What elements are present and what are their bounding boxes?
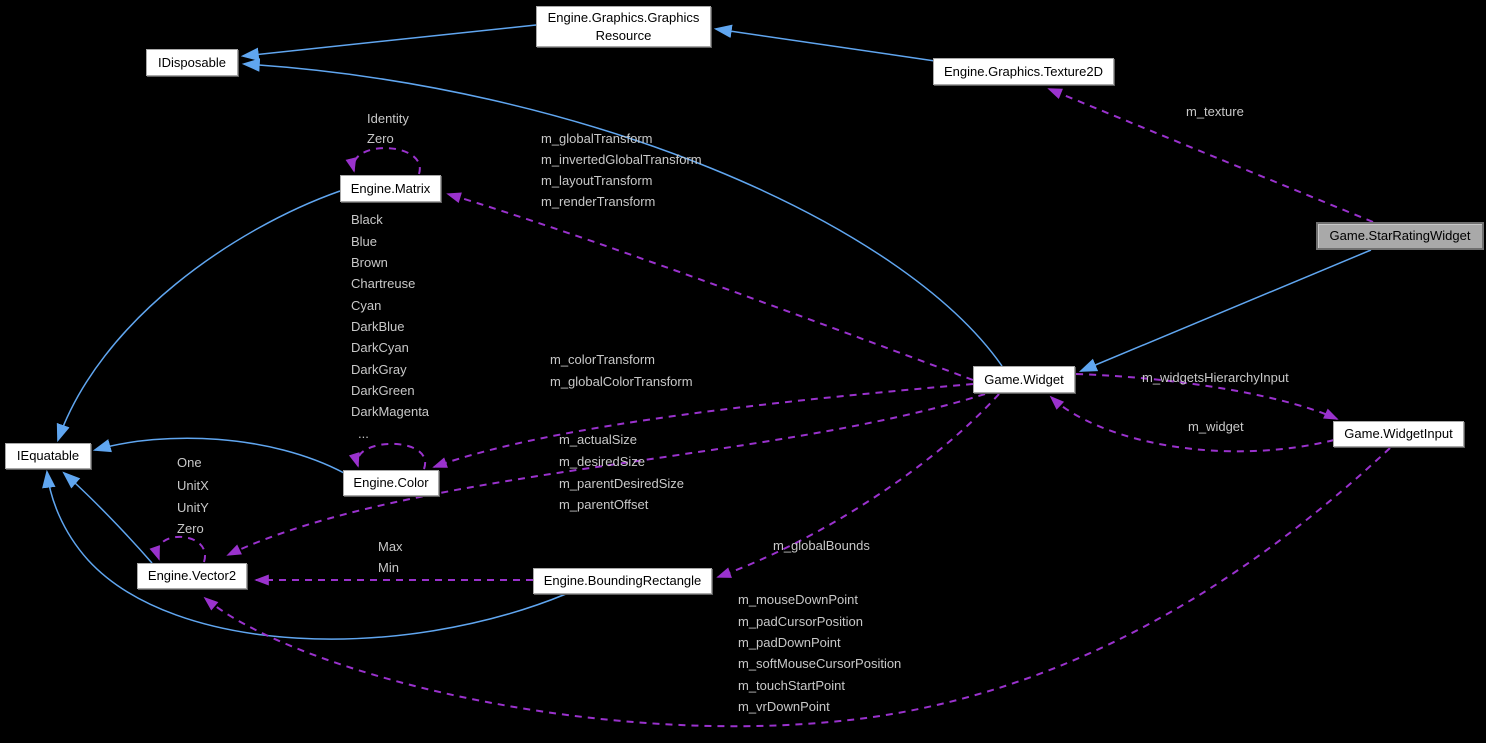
edge-label-min: Min bbox=[378, 560, 399, 575]
node-widget[interactable]: Game.Widget bbox=[973, 366, 1075, 393]
edge-widget-to-widgetinput bbox=[1075, 373, 1339, 420]
edge-label-brown: Brown bbox=[351, 255, 388, 270]
edge-label-m-rendertransform: m_renderTransform bbox=[541, 194, 656, 209]
edge-label-identity: Identity bbox=[367, 111, 409, 126]
edge-label-black: Black bbox=[351, 212, 383, 227]
node-vector2[interactable]: Engine.Vector2 bbox=[137, 563, 247, 589]
edge-widget-to-color bbox=[432, 383, 974, 468]
edge-label-m-padcursorposition: m_padCursorPosition bbox=[738, 614, 864, 629]
edge-label-max: Max bbox=[378, 539, 403, 554]
edge-widget-to-boundingrectangle bbox=[716, 393, 1000, 578]
edge-vector2-to-iequatable bbox=[62, 471, 153, 564]
edge-widget-to-idisposable bbox=[241, 58, 1003, 367]
edge-matrix-to-iequatable bbox=[56, 190, 341, 443]
edge-starratingwidget-to-texture2d bbox=[1047, 88, 1374, 223]
edge-label-m-colortransform: m_colorTransform bbox=[550, 352, 655, 367]
edge-label-m-mousedownpoint: m_mouseDownPoint bbox=[738, 592, 858, 607]
edge-label-m-invertedglobaltransform: m_invertedGlobalTransform bbox=[541, 152, 702, 167]
edge-graphicsresource-to-idisposable bbox=[240, 24, 537, 62]
edge-color-to-iequatable bbox=[92, 437, 345, 474]
edge-label-m-parentoffset: m_parentOffset bbox=[559, 497, 649, 512]
node-graphics-resource[interactable]: Engine.Graphics.Graphics Resource bbox=[536, 6, 711, 47]
edge-label-one: One bbox=[177, 455, 202, 470]
edge-label-m-softmousecursorposition: m_softMouseCursorPosition bbox=[738, 656, 902, 671]
node-matrix[interactable]: Engine.Matrix bbox=[340, 175, 441, 202]
edge-label-darkblue: DarkBlue bbox=[351, 319, 405, 334]
node-bounding-rectangle[interactable]: Engine.BoundingRectangle bbox=[533, 568, 712, 594]
edge-label-m-globaltransform: m_globalTransform bbox=[541, 131, 653, 146]
edge-label-m-desiredsize: m_desiredSize bbox=[559, 454, 645, 469]
edge-label-zero: Zero bbox=[367, 131, 394, 146]
edge-boundingrectangle-to-iequatable bbox=[42, 469, 567, 640]
edge-label-darkcyan: DarkCyan bbox=[351, 340, 409, 355]
edge-label-blue: Blue bbox=[351, 234, 378, 249]
edge-label-m-widget: m_widget bbox=[1188, 419, 1244, 434]
edge-texture2d-to-graphicsresource bbox=[713, 24, 936, 62]
node-widget-input[interactable]: Game.WidgetInput bbox=[1333, 421, 1464, 447]
edge-color-self-loop bbox=[348, 442, 427, 470]
edge-label-darkmagenta: DarkMagenta bbox=[351, 404, 430, 419]
edge-label-cyan: Cyan bbox=[351, 298, 382, 313]
edge-label-m-parentdesiredsize: m_parentDesiredSize bbox=[559, 476, 685, 491]
edge-label-m-touchstartpoint: m_touchStartPoint bbox=[738, 678, 845, 693]
edge-label-darkgreen: DarkGreen bbox=[351, 383, 415, 398]
edge-label-darkgray: DarkGray bbox=[351, 362, 407, 377]
node-color[interactable]: Engine.Color bbox=[343, 470, 439, 496]
edge-widget-to-vector2 bbox=[226, 393, 986, 556]
edge-label-m-widgetshierarchyinput: m_widgetsHierarchyInput bbox=[1142, 370, 1289, 385]
edge-label-chartreuse: Chartreuse bbox=[351, 276, 416, 291]
edge-label-unity: UnitY bbox=[177, 500, 209, 515]
edge-label-m-paddownpoint: m_padDownPoint bbox=[738, 635, 841, 650]
edge-label-m-layouttransform: m_layoutTransform bbox=[541, 173, 653, 188]
node-idisposable[interactable]: IDisposable bbox=[146, 49, 238, 76]
edge-label-m-vrdownpoint: m_vrDownPoint bbox=[738, 699, 830, 714]
edge-label-m-globalbounds: m_globalBounds bbox=[773, 538, 870, 553]
edge-label-unitx: UnitX bbox=[177, 478, 209, 493]
node-star-rating-widget[interactable]: Game.StarRatingWidget bbox=[1316, 222, 1484, 250]
edge-label--: ... bbox=[358, 426, 369, 441]
node-iequatable[interactable]: IEquatable bbox=[5, 443, 91, 469]
edge-label-m-texture: m_texture bbox=[1186, 104, 1244, 119]
node-texture2d[interactable]: Engine.Graphics.Texture2D bbox=[933, 58, 1114, 85]
edge-widgetinput-to-widget bbox=[1049, 395, 1335, 453]
edge-label-m-actualsize: m_actualSize bbox=[559, 432, 638, 447]
edge-widget-to-matrix bbox=[446, 192, 974, 381]
edge-label-zero: Zero bbox=[177, 521, 204, 536]
edge-matrix-self-loop bbox=[345, 147, 421, 175]
edge-starratingwidget-to-widget bbox=[1078, 249, 1372, 372]
edge-vector2-self-loop bbox=[149, 535, 206, 563]
edge-label-m-globalcolortransform: m_globalColorTransform bbox=[550, 374, 693, 389]
